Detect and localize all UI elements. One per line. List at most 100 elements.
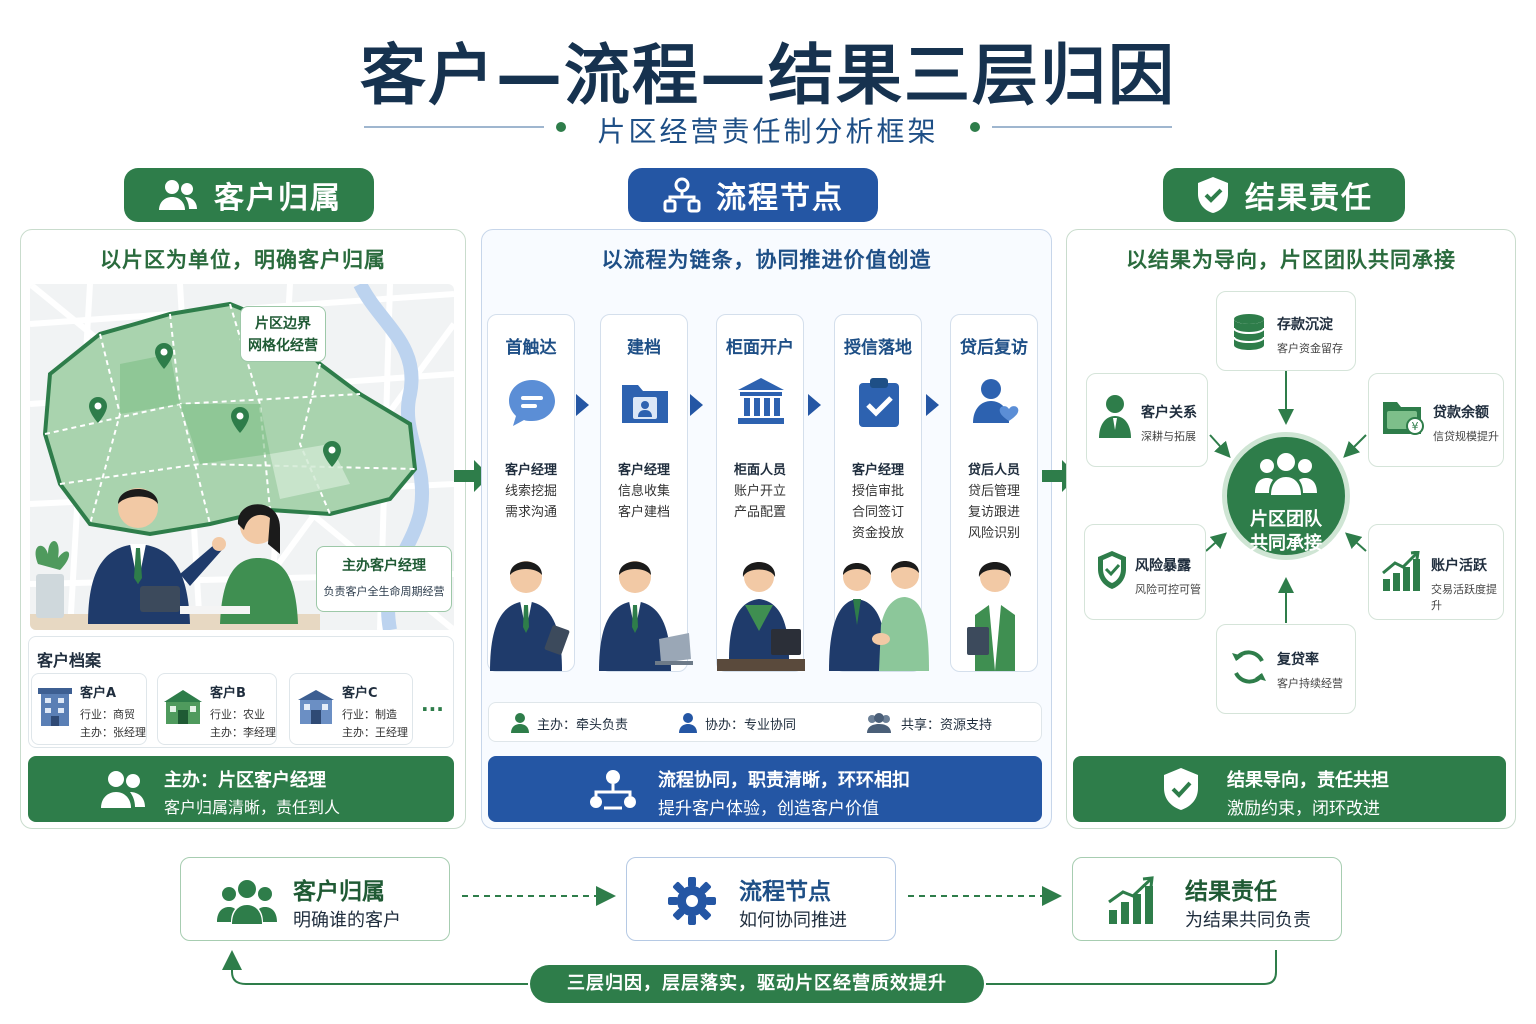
map-pin-icon	[155, 343, 173, 369]
legend-label: 协办：专业协同	[705, 718, 797, 733]
node-desc: 交易活跃度提升	[1431, 583, 1497, 612]
manager-client-illustration	[30, 488, 320, 630]
client-name: 客户B	[210, 686, 246, 701]
process-step-postloan[interactable]: 贷后复访 贷后人员 贷后管理 复访跟进 风险识别	[950, 314, 1038, 672]
customer-summary-bar: 主办：片区客户经理 客户归属清晰，责任到人	[28, 756, 454, 822]
node-title: 风险暴露	[1135, 558, 1191, 574]
node-desc: 深耕与拓展	[1141, 430, 1196, 443]
result-node-risk[interactable]: 风险暴露 风险可控可管	[1084, 524, 1206, 620]
group-icon	[867, 713, 891, 733]
node-desc: 信贷规模提升	[1433, 430, 1499, 443]
person-heart-icon	[973, 379, 1019, 423]
box-desc: 如何协同推进	[739, 910, 847, 931]
step-role: 客户经理	[504, 463, 557, 478]
result-summary-bar: 结果导向，责任共担 激励约束，闭环改进	[1073, 756, 1506, 822]
process-step-archive[interactable]: 建档 客户经理 信息收集 客户建档	[599, 314, 693, 672]
client-card[interactable]: 客户C 行业：制造 主办：王经理	[289, 673, 413, 745]
step-arrow-icon	[690, 394, 703, 416]
center-line: 片区团队	[1250, 509, 1322, 530]
process-step-credit[interactable]: 授信落地 客户经理 授信审批 合同签订 资金投放	[829, 314, 929, 672]
manager-with-laptop-illustration	[599, 561, 693, 671]
client-owner: 主办：李经理	[210, 726, 276, 739]
step-role: 柜面人员	[733, 463, 786, 478]
process-summary-bar: 流程协同，职责清晰，环环相扣 提升客户体验，创造客户价值	[488, 756, 1042, 822]
process-step-counter-account[interactable]: 柜面开户 柜面人员 账户开立 产品配置	[716, 314, 805, 672]
node-title: 存款沉淀	[1277, 317, 1333, 333]
client-card[interactable]: 客户B 行业：农业 主办：李经理	[157, 673, 277, 745]
teller-illustration	[717, 562, 805, 671]
node-title: 账户活跃	[1431, 558, 1487, 574]
cycle-icon	[1232, 650, 1266, 684]
farm-building-icon	[164, 690, 202, 724]
person-icon	[511, 713, 529, 733]
client-industry: 行业：农业	[210, 708, 265, 721]
customer-archive: 客户档案 客户A 行业：商贸 主办：张经理 客户B 行业：农业 主办：李经理 客…	[28, 636, 454, 748]
bar-line-1: 流程协同，职责清晰，环环相扣	[658, 770, 910, 791]
bank-icon	[738, 378, 784, 424]
client-name: 客户C	[342, 686, 378, 701]
step-task: 贷后管理	[967, 484, 1020, 499]
client-industry: 行业：制造	[342, 708, 397, 721]
page-subtitle: 片区经营责任制分析框架	[597, 115, 939, 148]
step-name: 柜面开户	[726, 338, 794, 358]
result-node-loan[interactable]: ¥ 贷款余额 信贷规模提升	[1368, 373, 1504, 467]
district-map: 片区边界 网格化经营 主办客户经理 负责客户全生命周期经营	[30, 284, 454, 630]
bar-line-2: 激励约束，闭环改进	[1227, 799, 1380, 819]
person-icon	[679, 713, 697, 733]
bar-line-1: 主办：片区客户经理	[164, 770, 326, 791]
step-name: 建档	[627, 338, 661, 358]
archive-title: 客户档案	[37, 651, 102, 670]
callout-title: 主办客户经理	[342, 558, 426, 574]
step-task: 风险识别	[967, 526, 1020, 541]
process-step-first-contact[interactable]: 首触达 客户经理 线索挖掘 需求沟通	[487, 314, 575, 672]
boundary-callout: 片区边界 网格化经营	[240, 306, 326, 362]
client-industry: 行业：商贸	[80, 708, 135, 721]
map-pin-icon	[231, 407, 249, 433]
result-node-relationship[interactable]: 客户关系 深耕与拓展	[1086, 373, 1208, 467]
step-task: 复访跟进	[967, 505, 1020, 520]
client-owner: 主办：张经理	[80, 726, 146, 739]
step-task: 线索挖掘	[504, 484, 557, 499]
box-desc: 明确谁的客户	[293, 910, 401, 931]
step-name: 贷后复访	[960, 338, 1028, 358]
database-icon	[1233, 314, 1265, 350]
section-pill-result: 结果责任	[1163, 168, 1405, 222]
client-owner: 主办：王经理	[342, 726, 408, 739]
clipboard-check-icon	[859, 378, 899, 427]
section-pill-process: 流程节点	[628, 168, 878, 222]
result-connectors	[1205, 371, 1367, 623]
summary-box-customer[interactable]: 客户归属 明确谁的客户	[180, 857, 450, 941]
panel-heading: 以结果为导向，片区团队共同承接	[1126, 248, 1456, 272]
client-card[interactable]: 客户A 行业：商贸 主办：张经理	[31, 673, 147, 745]
person-icon	[1099, 395, 1131, 438]
bottom-banner: 三层归因，层层落实，驱动片区经营质效提升	[530, 965, 984, 1003]
node-title: 复贷率	[1277, 652, 1319, 668]
subtitle-dot-right	[970, 122, 980, 132]
result-node-deposit[interactable]: 存款沉淀 客户资金留存	[1216, 291, 1356, 371]
team-icon	[1255, 453, 1317, 495]
manager-with-tablet-illustration	[490, 561, 570, 671]
bar-growth-icon	[1108, 876, 1154, 924]
step-task: 资金投放	[851, 526, 904, 541]
svg-text:¥: ¥	[1412, 420, 1419, 433]
step-task: 授信审批	[851, 484, 904, 499]
node-title: 贷款余额	[1433, 405, 1489, 421]
step-role: 客户经理	[851, 463, 904, 478]
building-icon	[38, 688, 72, 726]
flow-network-icon	[663, 177, 701, 213]
summary-box-result[interactable]: 结果责任 为结果共同负责	[1072, 857, 1342, 941]
step-role: 客户经理	[617, 463, 670, 478]
summary-box-process[interactable]: 流程节点 如何协同推进	[626, 857, 896, 941]
step-name: 首触达	[505, 338, 557, 358]
client-name: 客户A	[80, 686, 117, 701]
result-node-reloan[interactable]: 复贷率 客户持续经营	[1216, 624, 1356, 714]
bar-growth-icon	[1382, 551, 1420, 591]
subtitle-dot-left	[556, 122, 566, 132]
node-title: 客户关系	[1141, 405, 1197, 421]
step-role: 贷后人员	[967, 463, 1020, 478]
shield-check-icon	[1164, 768, 1198, 810]
legend-label: 共享：资源支持	[901, 718, 993, 733]
team-center-circle: 片区团队 共同承接	[1222, 432, 1350, 560]
more-clients-indicator[interactable]: ···	[421, 697, 444, 721]
result-node-account-activity[interactable]: 账户活跃 交易活跃度提升	[1368, 524, 1504, 620]
